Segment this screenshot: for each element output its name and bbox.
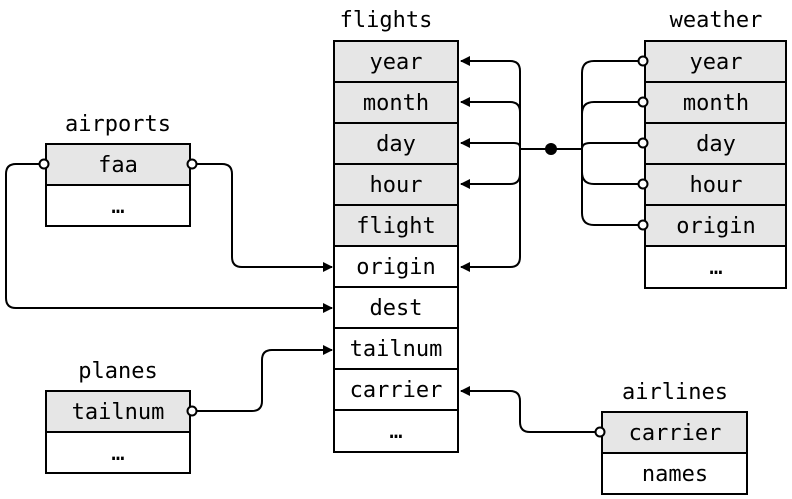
field-label: day: [376, 132, 416, 157]
connector-weather-month: [637, 96, 649, 108]
connector-weather-year: [637, 55, 649, 67]
field-row: carrier: [601, 411, 748, 454]
field-label: …: [111, 441, 124, 466]
field-row: origin: [644, 204, 787, 247]
table-airlines: airlines carrier names: [601, 380, 748, 495]
field-label: names: [642, 462, 708, 487]
connector-weather-hour: [637, 178, 649, 190]
field-label: hour: [690, 173, 743, 198]
field-row: month: [333, 81, 459, 124]
field-label: faa: [98, 153, 138, 178]
edge-weather-year: [581, 60, 644, 149]
field-label: dest: [370, 296, 423, 321]
key-connectors: [38, 55, 649, 438]
field-row: …: [45, 184, 191, 227]
connector-planes-tailnum: [186, 405, 198, 417]
field-label: origin: [356, 255, 435, 280]
edge-weather-month: [581, 101, 644, 149]
field-row: …: [333, 409, 459, 453]
field-label: tailnum: [72, 400, 165, 425]
table-weather: weather year month day hour origin …: [644, 8, 787, 289]
field-label: tailnum: [350, 337, 443, 362]
field-row: …: [644, 245, 787, 289]
table-title-weather: weather: [670, 8, 763, 33]
field-row: …: [45, 431, 191, 474]
field-label: …: [709, 255, 722, 280]
field-row: tailnum: [45, 390, 191, 433]
field-label: month: [363, 91, 429, 116]
edge-airports-faa-to-flights-origin: [196, 163, 333, 272]
field-row: faa: [45, 143, 191, 186]
edge-to-flights-month: [460, 97, 521, 149]
edge-weather-hour: [581, 149, 644, 185]
field-row: origin: [333, 245, 459, 288]
connector-airports-faa-right: [186, 158, 198, 170]
table-title-airports: airports: [65, 112, 171, 137]
field-label: carrier: [629, 421, 722, 446]
table-airports: airports faa …: [45, 112, 191, 227]
table-title-flights: flights: [340, 8, 433, 33]
field-label: hour: [370, 173, 423, 198]
field-label: day: [696, 132, 736, 157]
field-row: names: [601, 452, 748, 495]
field-row: day: [333, 122, 459, 165]
edge-weather-origin: [581, 149, 644, 226]
edge-airports-faa-to-flights-dest: [5, 163, 333, 313]
connector-airports-faa-left: [38, 158, 50, 170]
edge-to-flights-hour: [460, 149, 521, 189]
field-label: …: [111, 194, 124, 219]
relation-edges: [5, 56, 644, 433]
connector-weather-day: [637, 137, 649, 149]
table-planes: planes tailnum …: [45, 359, 191, 474]
field-label: …: [389, 419, 402, 444]
edge-weather-day: [581, 142, 644, 150]
field-label: flight: [356, 214, 435, 239]
field-row: hour: [644, 163, 787, 206]
field-row: month: [644, 81, 787, 124]
table-flights: flights year month day hour flight origi…: [333, 8, 459, 453]
edge-airlines-carrier-to-flights-carrier: [460, 386, 598, 433]
edge-to-flights-year: [460, 56, 521, 149]
field-row: year: [644, 40, 787, 83]
table-title-planes: planes: [78, 359, 157, 384]
field-label: year: [690, 50, 743, 75]
field-label: month: [683, 91, 749, 116]
field-row: day: [644, 122, 787, 165]
field-label: origin: [676, 214, 755, 239]
field-label: carrier: [350, 378, 443, 403]
field-row: year: [333, 40, 459, 83]
edge-to-flights-origin: [460, 149, 521, 272]
connector-airlines-carrier: [594, 426, 606, 438]
junction-dot: [545, 143, 557, 155]
edge-to-flights-day: [460, 138, 521, 149]
connector-weather-origin: [637, 219, 649, 231]
field-row: hour: [333, 163, 459, 206]
table-title-airlines: airlines: [622, 380, 728, 405]
field-row: carrier: [333, 368, 459, 411]
field-row: flight: [333, 204, 459, 247]
field-row: dest: [333, 286, 459, 329]
edge-planes-tailnum-to-flights-tailnum: [196, 345, 333, 412]
field-row: tailnum: [333, 327, 459, 370]
field-label: year: [370, 50, 423, 75]
